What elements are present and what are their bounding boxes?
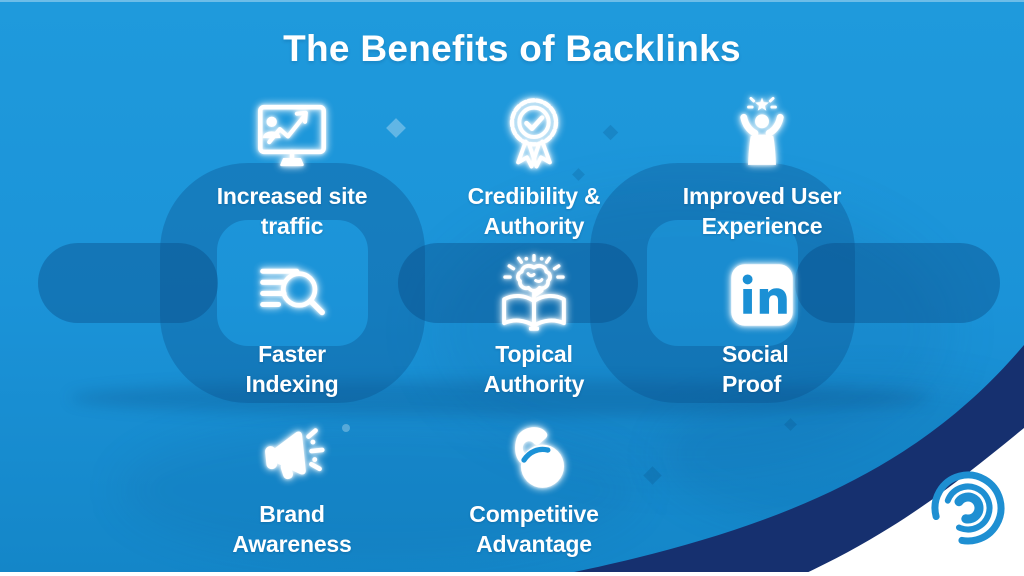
benefit-label: Increased site traffic	[216, 183, 368, 239]
benefit-label: Brand Awareness	[232, 501, 352, 557]
benefit-label: Improved User Experience	[682, 183, 842, 239]
chain-connector-middle	[398, 243, 638, 323]
monitor-growth-chart-icon	[253, 88, 331, 180]
benefit-topical-authority: Topical Authority	[404, 252, 664, 400]
benefit-brand-awareness: Brand Awareness	[162, 416, 422, 560]
chain-connector-left	[38, 243, 218, 323]
benefit-label: Social Proof	[722, 341, 789, 397]
benefit-label: Competitive Advantage	[469, 501, 599, 557]
flexed-bicep-icon	[497, 416, 571, 498]
medal-check-icon	[494, 88, 574, 180]
book-brain-icon	[492, 252, 576, 338]
chain-connector-right	[795, 243, 1000, 323]
background-wave	[120, 420, 640, 560]
benefit-improved-user-experience: Improved User Experience	[632, 88, 892, 242]
page-title: The Benefits of Backlinks	[283, 28, 741, 69]
benefit-competitive-advantage: Competitive Advantage	[404, 416, 664, 560]
benefit-increased-site-traffic: Increased site traffic	[162, 88, 422, 242]
benefit-label: Faster Indexing	[245, 341, 339, 397]
search-lines-icon	[253, 252, 331, 338]
swirl-brand-logo	[931, 471, 1005, 545]
dot-decoration	[342, 424, 350, 432]
megaphone-icon	[253, 416, 331, 498]
benefit-faster-indexing: Faster Indexing	[162, 252, 422, 400]
top-edge-line	[0, 0, 1024, 2]
benefit-label: Credibility & Authority	[467, 183, 601, 239]
person-celebrating-star-icon	[724, 88, 800, 180]
linkedin-icon	[726, 252, 798, 338]
benefit-social-proof: Social Proof	[632, 252, 892, 400]
benefit-credibility-authority: Credibility & Authority	[404, 88, 664, 242]
bottom-edge-line	[0, 572, 1024, 576]
benefit-label: Topical Authority	[483, 341, 585, 397]
